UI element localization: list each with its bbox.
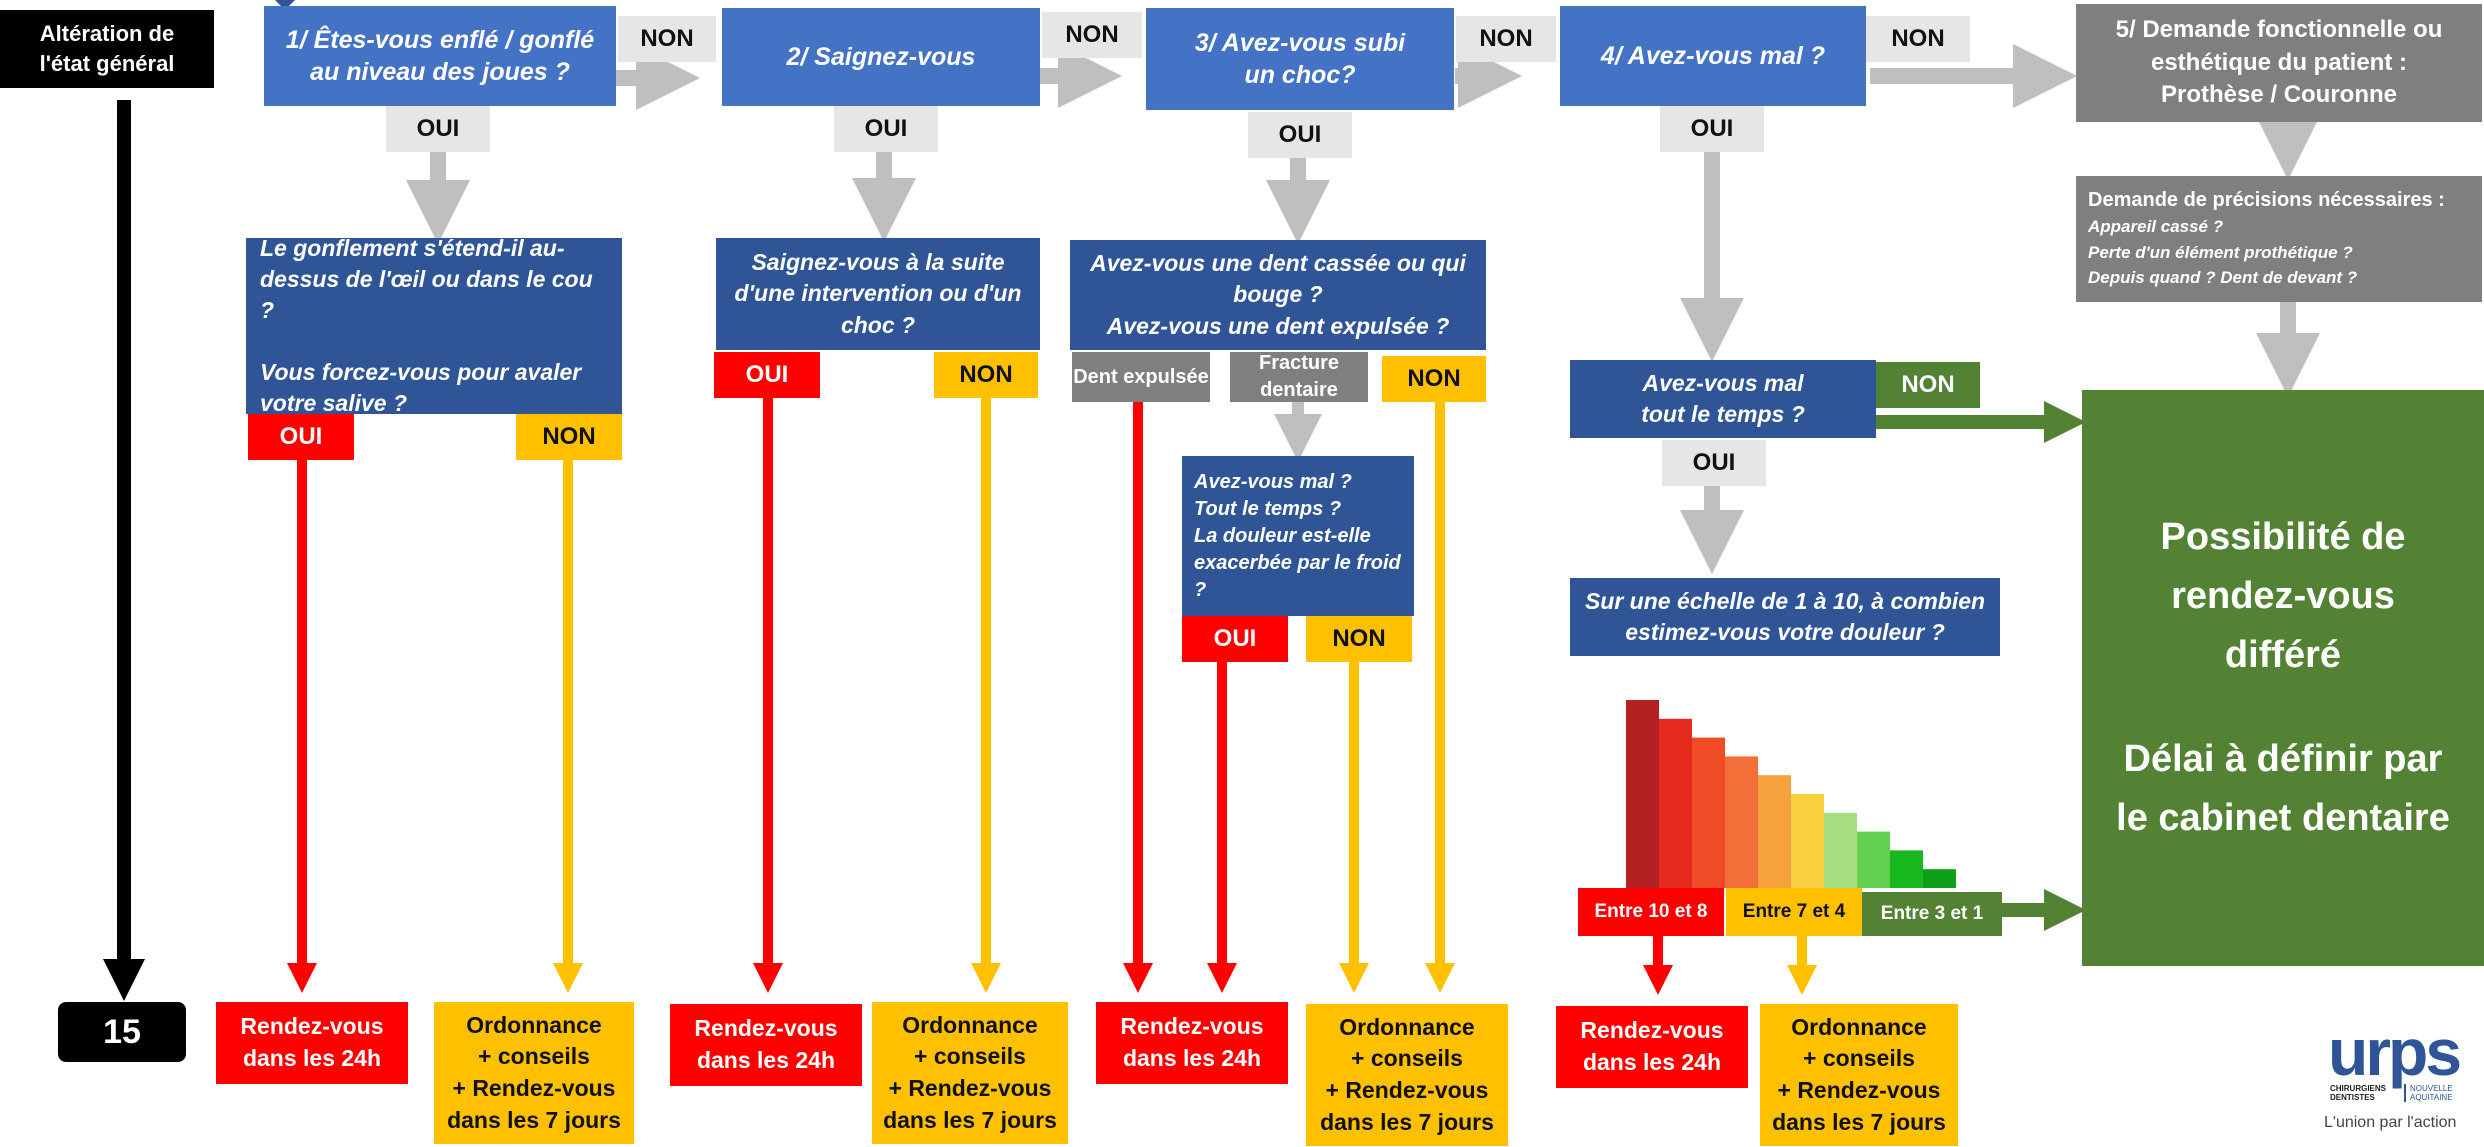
precisions-title: Demande de précisions nécessaires :	[2088, 189, 2445, 212]
q4-non-green: NON	[1876, 362, 1980, 408]
result-24h-4: Rendez-vous dans les 24h	[1556, 1006, 1748, 1088]
result-24h-1: Rendez-vous dans les 24h	[216, 1002, 408, 1084]
q5-precisions: Demande de précisions nécessaires : Appa…	[2076, 176, 2482, 302]
q3-non-yellow: NON	[1382, 356, 1486, 402]
q3-sub-oui-red: OUI	[1182, 616, 1288, 662]
q1-non-yellow: NON	[516, 414, 622, 460]
final-line-1: Possibilité de rendez-vous différé	[2160, 515, 2406, 676]
pain-bar	[1758, 775, 1791, 888]
range-high: Entre 10 et 8	[1578, 888, 1724, 936]
logo-sub2: NOUVELLE AQUITAINE	[2404, 1084, 2484, 1102]
pain-bar	[1791, 794, 1824, 888]
q3-fracture: Fracture dentaire	[1230, 352, 1368, 402]
emergency-15-box: 15	[58, 1002, 186, 1062]
result-7j-3: Ordonnance + conseils + Rendez-vous dans…	[1306, 1004, 1508, 1146]
result-24h-2: Rendez-vous dans les 24h	[670, 1004, 862, 1086]
q3-title: 3/ Avez-vous subi un choc?	[1146, 8, 1454, 110]
precision-item: Depuis quand ? Dent de devant ?	[2088, 268, 2358, 288]
result-7j-1: Ordonnance + conseils + Rendez-vous dans…	[434, 1002, 634, 1144]
pain-bar	[1857, 831, 1890, 888]
urps-logo: urps CHIRURGIENS DENTISTES NOUVELLE AQUI…	[2320, 1015, 2484, 1147]
q3-sub-question: Avez-vous mal ? Tout le temps ? La doule…	[1182, 456, 1414, 616]
q3-detail: Avez-vous une dent cassée ou qui bouge ?…	[1070, 240, 1486, 350]
range-low: Entre 3 et 1	[1862, 892, 2002, 936]
q2-oui-label: OUI	[834, 106, 938, 152]
q4-oui-label-2: OUI	[1662, 440, 1766, 486]
q2-non-label: NON	[1042, 12, 1142, 58]
pain-bar	[1923, 869, 1956, 888]
pain-bar	[1890, 850, 1923, 888]
logo-brand: urps	[2328, 1015, 2462, 1089]
pain-bar	[1725, 756, 1758, 888]
precision-item: Appareil cassé ?	[2088, 217, 2224, 237]
q1-oui-red: OUI	[248, 414, 354, 460]
final-line-2: Délai à définir par le cabinet dentaire	[2116, 738, 2450, 840]
range-mid: Entre 7 et 4	[1726, 888, 1862, 936]
pain-bar	[1626, 700, 1659, 888]
top-arrow-tip	[275, 0, 295, 10]
q4-detail: Avez-vous mal tout le temps ?	[1570, 360, 1876, 438]
logo-sub1: CHIRURGIENS DENTISTES	[2330, 1084, 2387, 1102]
q3-non-label: NON	[1456, 16, 1556, 62]
q5-title: 5/ Demande fonctionnelle ou esthétique d…	[2076, 4, 2482, 122]
result-7j-4: Ordonnance + conseils + Rendez-vous dans…	[1760, 1004, 1958, 1146]
final-outcome-box: Possibilité de rendez-vous différé Délai…	[2082, 390, 2484, 966]
result-24h-3: Rendez-vous dans les 24h	[1096, 1002, 1288, 1084]
q1-title: 1/ Êtes-vous enflé / gonflé au niveau de…	[264, 6, 616, 106]
q2-title: 2/ Saignez-vous	[722, 8, 1040, 106]
logo-tagline: L'union par l'action	[2324, 1114, 2457, 1131]
q3-oui-label: OUI	[1248, 112, 1352, 158]
pain-bar	[1824, 812, 1857, 888]
q4-title: 4/ Avez-vous mal ?	[1560, 6, 1866, 106]
q1-non-label: NON	[618, 16, 716, 62]
q1-detail: Le gonflement s'étend-il au-dessus de l'…	[246, 235, 622, 416]
q3-dent-expulsee: Dent expulsée	[1072, 352, 1210, 402]
result-7j-2: Ordonnance + conseils + Rendez-vous dans…	[872, 1002, 1068, 1144]
q4-scale-question: Sur une échelle de 1 à 10, à combien est…	[1570, 578, 2000, 656]
q3-sub-non-yellow: NON	[1306, 616, 1412, 662]
q4-oui-label: OUI	[1660, 106, 1764, 152]
pain-scale-bars	[1626, 700, 1956, 888]
precision-item: Perte d'un élément prothétique ?	[2088, 242, 2353, 262]
q4-non-label: NON	[1866, 16, 1970, 62]
q2-non-yellow: NON	[934, 352, 1038, 398]
pain-bar	[1692, 737, 1725, 888]
q2-detail: Saignez-vous à la suite d'une interventi…	[716, 238, 1040, 350]
alteration-box: Altération de l'état général	[0, 10, 214, 88]
q1-oui-label: OUI	[386, 106, 490, 152]
q2-oui-red: OUI	[714, 352, 820, 398]
pain-bar	[1659, 718, 1692, 888]
